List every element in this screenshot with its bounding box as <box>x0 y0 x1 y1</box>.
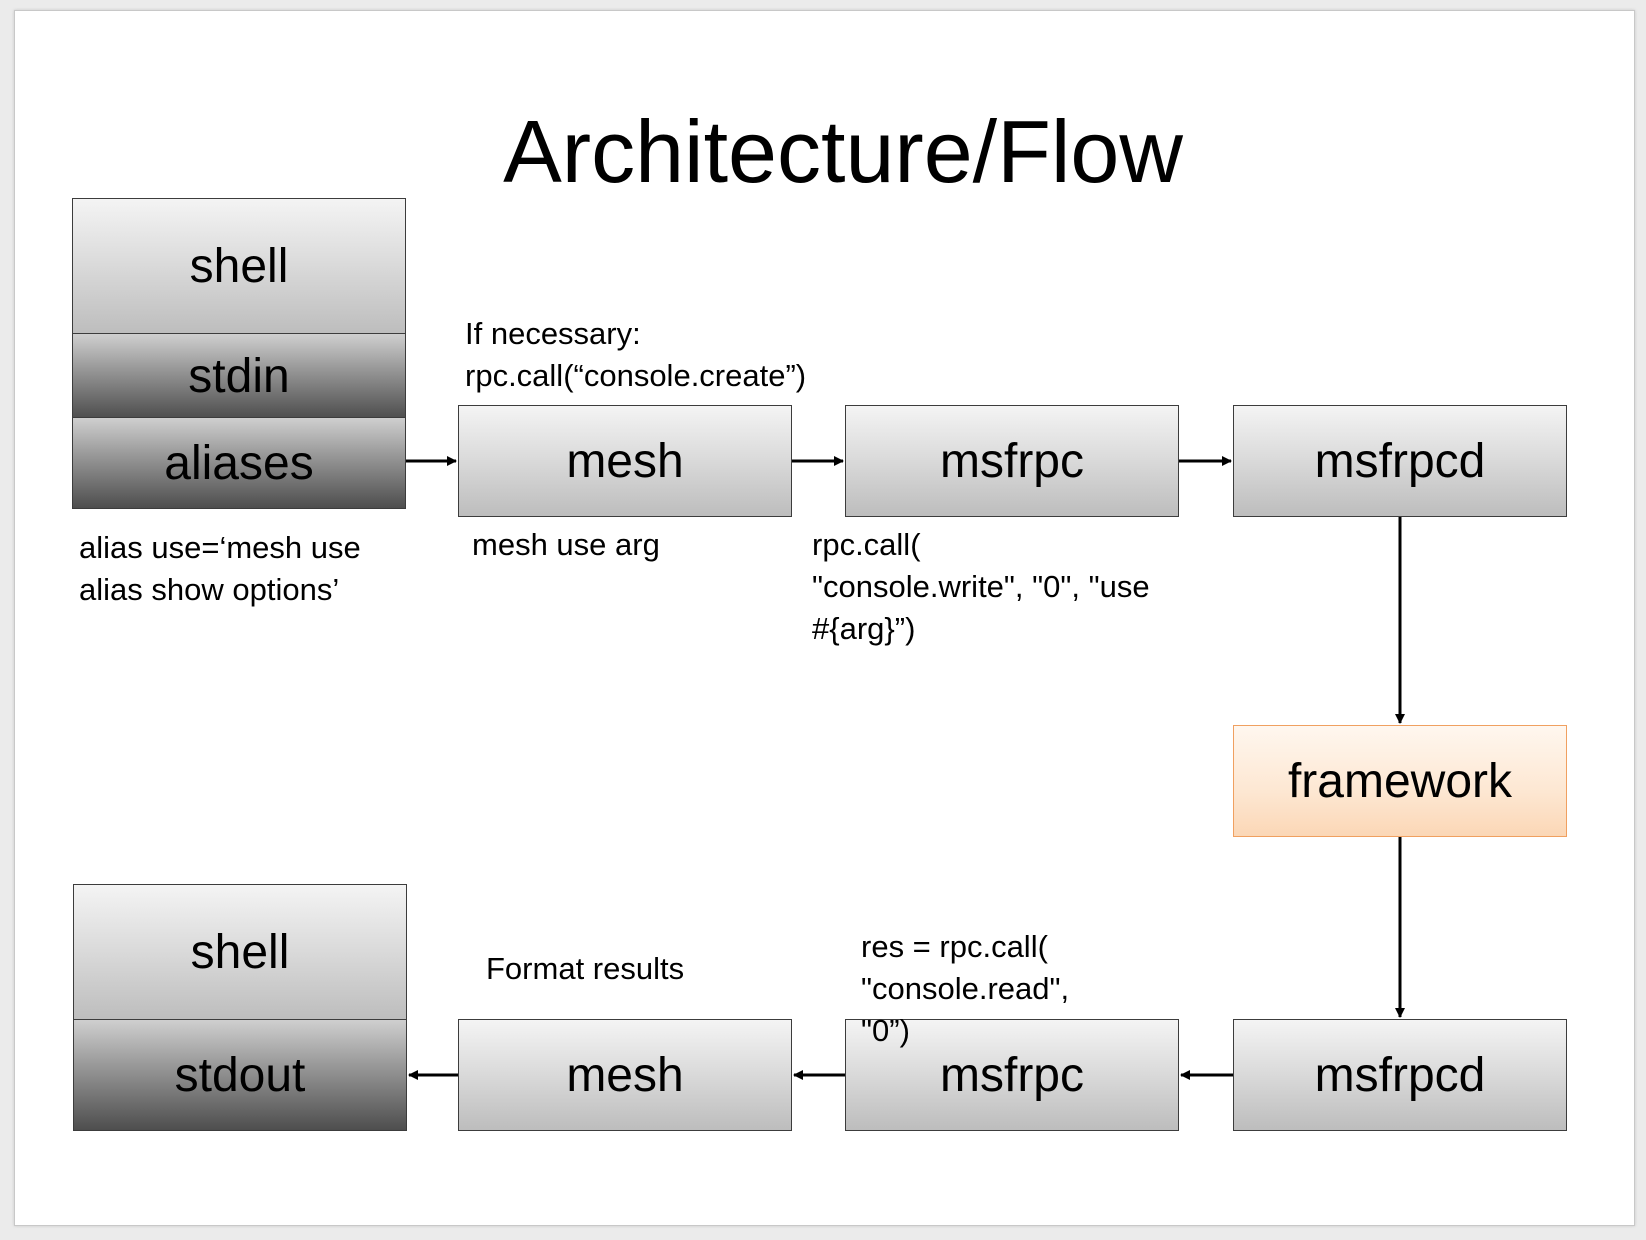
msfrpc-box-top: msfrpc <box>845 405 1179 517</box>
mesh-box-bottom: mesh <box>458 1019 792 1131</box>
page-title: Architecture/Flow <box>503 102 1183 201</box>
console-write-note: rpc.call( "console.write", "0", "use #{a… <box>812 527 1150 646</box>
msfrpcd-box-top: msfrpcd <box>1233 405 1567 517</box>
shell-box-bottom: shell <box>73 884 407 1021</box>
mesh-box-top: mesh <box>458 405 792 517</box>
stdout-box: stdout <box>73 1019 407 1131</box>
framework-box: framework <box>1233 725 1567 837</box>
stdin-box: stdin <box>72 333 406 419</box>
format-results-note: Format results <box>486 951 685 986</box>
console-create-note: If necessary: rpc.call(“console.create”) <box>465 316 807 393</box>
aliases-box: aliases <box>72 417 406 509</box>
mesh-use-arg-note: mesh use arg <box>472 527 660 562</box>
msfrpcd-box-bottom: msfrpcd <box>1233 1019 1567 1131</box>
alias-note: alias use=‘mesh use alias show options’ <box>79 530 361 607</box>
msfrpc-box-bottom: msfrpc <box>845 1019 1179 1131</box>
console-read-note: res = rpc.call( "console.read", "0”) <box>861 929 1070 1048</box>
